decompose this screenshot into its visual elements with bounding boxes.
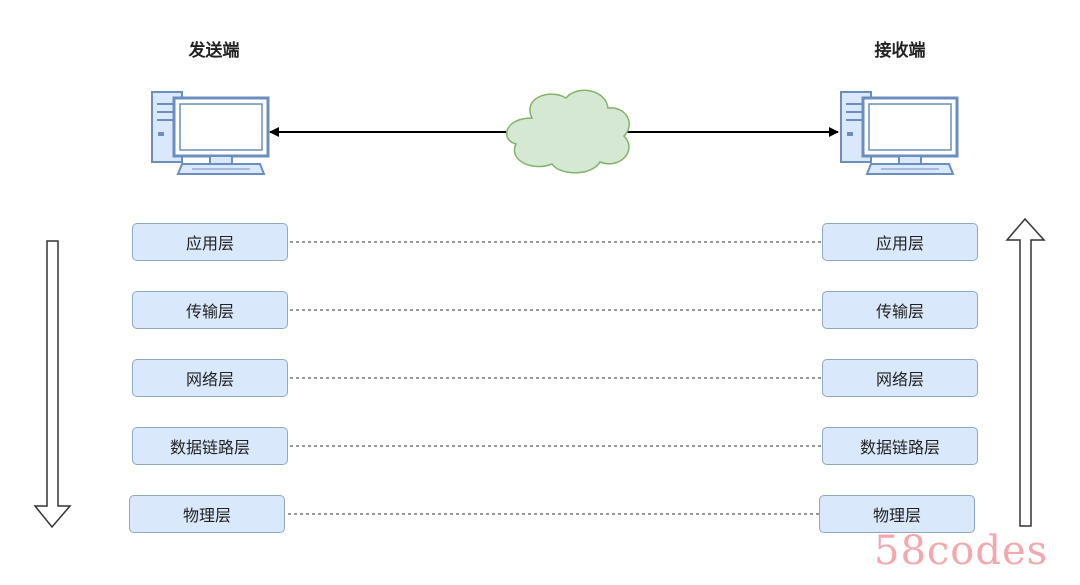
sender-layer-transport: 传输层	[132, 291, 288, 329]
hollow-arrow-up-icon	[1005, 217, 1046, 527]
sender-computer-icon	[150, 90, 270, 176]
receiver-layer-physical: 物理层	[819, 495, 975, 533]
sender-layer-application: 应用层	[132, 223, 288, 261]
hollow-arrow-down-icon	[33, 240, 72, 529]
receiver-layer-network: 网络层	[822, 359, 978, 397]
watermark-text: 58codes	[874, 528, 1049, 574]
receiver-computer-icon	[839, 90, 959, 176]
receiver-layer-application: 应用层	[822, 223, 978, 261]
sender-layer-datalink: 数据链路层	[132, 427, 288, 465]
sender-layer-network: 网络层	[132, 359, 288, 397]
receiver-layer-datalink: 数据链路层	[822, 427, 978, 465]
sender-title: 发送端	[188, 41, 240, 61]
sender-layer-physical: 物理层	[129, 495, 285, 533]
receiver-title: 接收端	[874, 41, 926, 61]
receiver-layer-transport: 传输层	[822, 291, 978, 329]
network-cloud-icon	[506, 89, 630, 174]
